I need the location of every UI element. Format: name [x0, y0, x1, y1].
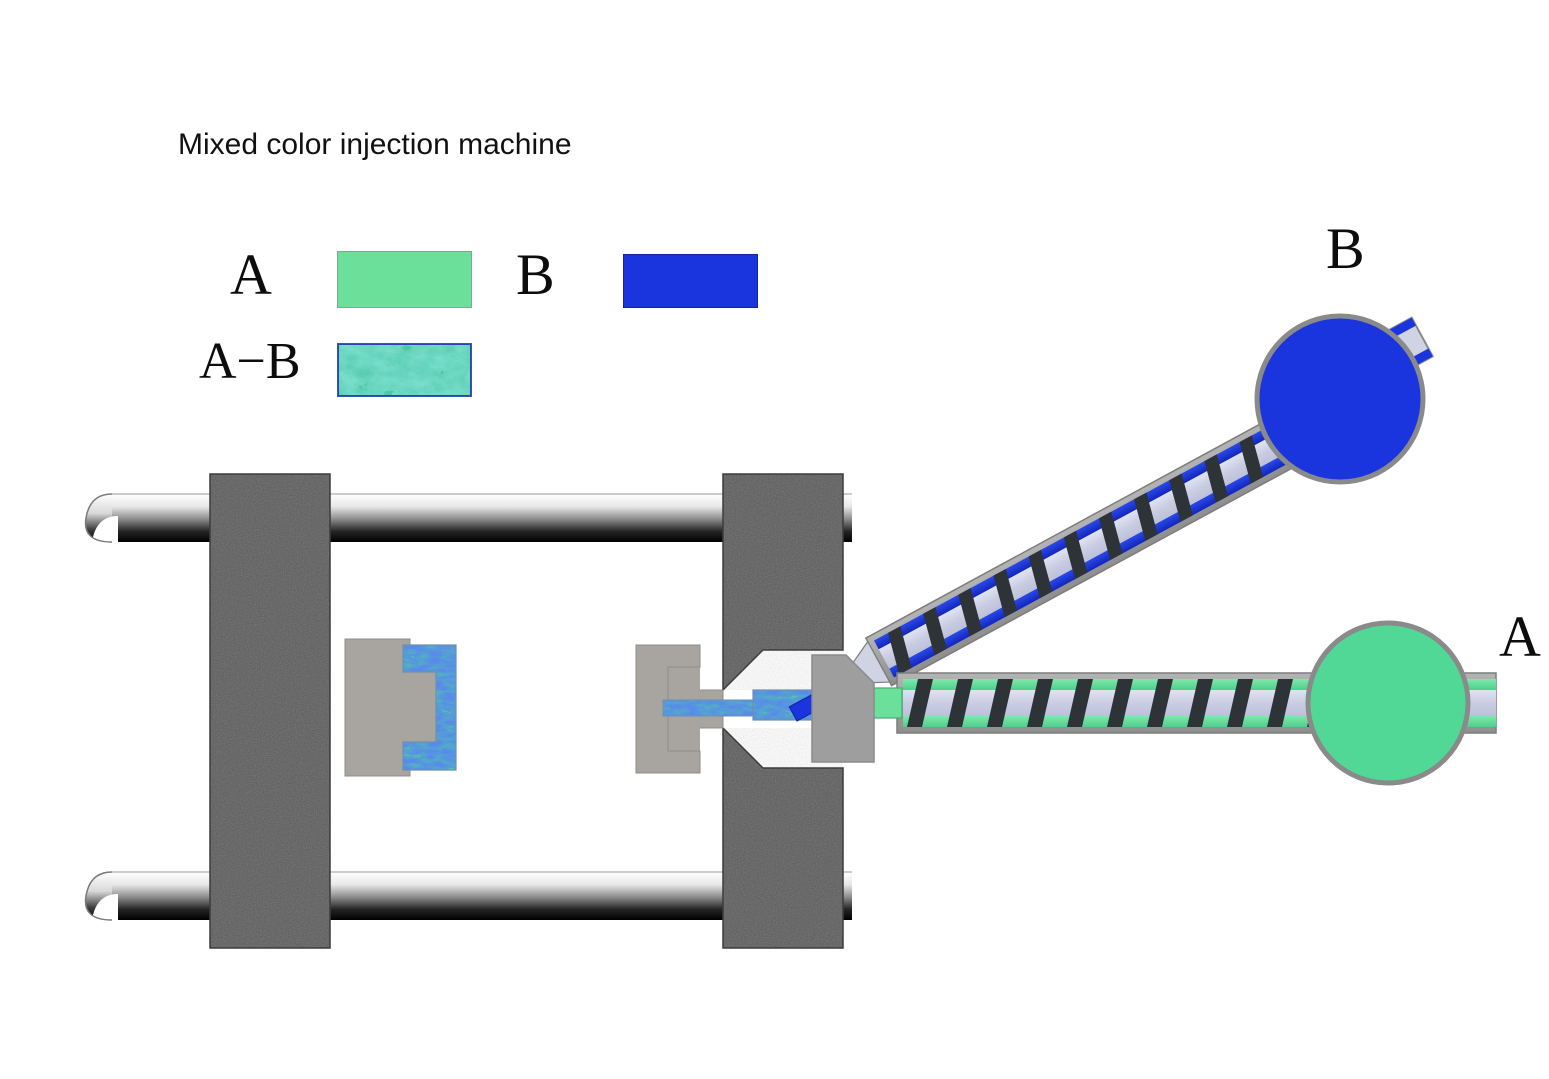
legend-swatch-a	[337, 251, 472, 308]
legend-swatch-ab	[337, 343, 472, 397]
barrel-b	[788, 408, 1315, 722]
barrel-a	[861, 672, 1370, 734]
hopper-a	[1305, 620, 1471, 786]
mixing-block	[811, 654, 875, 763]
moving-mold-half	[344, 638, 457, 777]
moving-platen	[209, 473, 331, 949]
stationary-platen-lower	[722, 726, 844, 949]
legend-label-a: A	[230, 242, 272, 307]
hopper-label-b: B	[1326, 216, 1365, 281]
legend-label-ab: A−B	[199, 333, 301, 390]
legend-label-b: B	[516, 242, 555, 307]
legend-swatch-b	[623, 254, 758, 308]
hopper-label-a: A	[1499, 604, 1541, 669]
stationary-platen-upper	[722, 473, 844, 692]
page-title: Mixed color injection machine	[178, 128, 572, 161]
hopper-b	[1254, 313, 1435, 485]
